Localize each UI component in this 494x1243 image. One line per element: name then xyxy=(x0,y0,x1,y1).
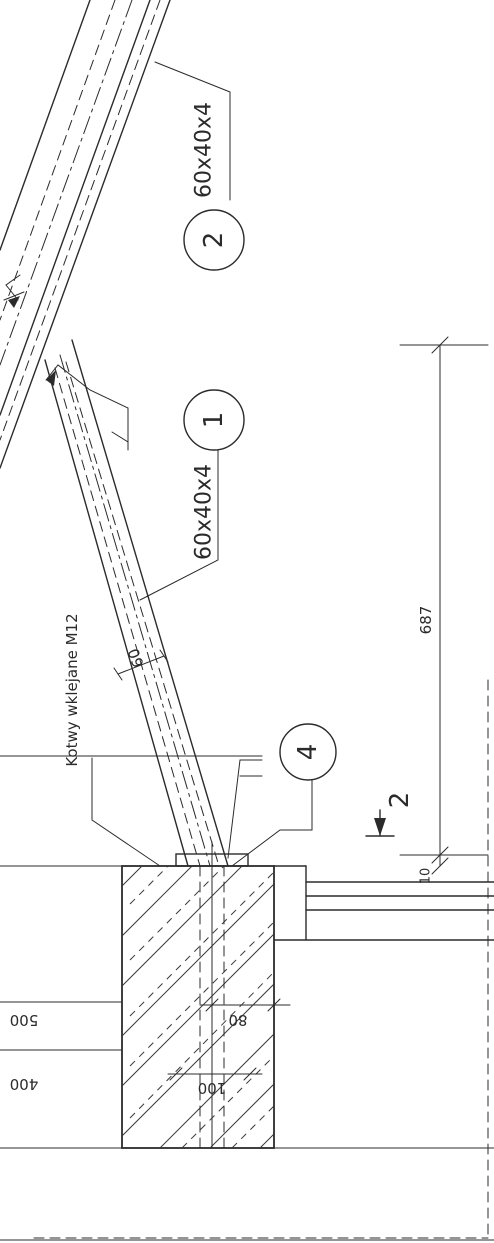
dimension-500-label: 500 xyxy=(10,1011,39,1029)
concrete-pier xyxy=(121,865,275,1149)
dimension-400-label: 400 xyxy=(10,1075,39,1093)
member-1-number: 1 xyxy=(199,412,229,429)
dimension-100-label: 100 xyxy=(198,1079,227,1097)
dimension-60: 60 xyxy=(113,646,169,681)
dimension-60-label: 60 xyxy=(124,646,147,670)
reference-lines xyxy=(0,679,494,1241)
dimension-687-label: 687 xyxy=(417,606,435,635)
member-4-number: 4 xyxy=(293,744,323,761)
dimension-anchor-offsets: 80 100 xyxy=(167,998,291,1097)
leader-lines xyxy=(91,61,313,867)
section-marker-label: 2 xyxy=(385,792,415,809)
dimension-687: 687 10 xyxy=(399,336,489,885)
column-profile xyxy=(273,865,494,1149)
dimension-10-label: 10 xyxy=(419,868,434,885)
member-bubble-2: 2 xyxy=(183,209,245,271)
dimension-80-label: 80 xyxy=(228,1011,247,1029)
weld-symbol-brace-top xyxy=(45,364,129,451)
member-2-number: 2 xyxy=(199,232,229,249)
member-1-profile-label: 60x40x4 xyxy=(192,464,217,560)
diagonal-brace-member-1 xyxy=(44,339,229,867)
member-2-profile-label: 60x40x4 xyxy=(192,102,217,198)
weld-symbol-upper xyxy=(3,274,25,308)
anchor-note: Kotwy wklejane M12 xyxy=(63,613,81,766)
member-bubble-1: 1 xyxy=(183,389,245,451)
member-bubble-4: 4 xyxy=(279,723,337,781)
dimension-pier-widths: 500 400 xyxy=(0,1001,123,1093)
upper-rafter-member-2 xyxy=(0,0,171,469)
section-marker-2: 2 xyxy=(365,792,415,837)
base-plate xyxy=(175,841,249,1149)
